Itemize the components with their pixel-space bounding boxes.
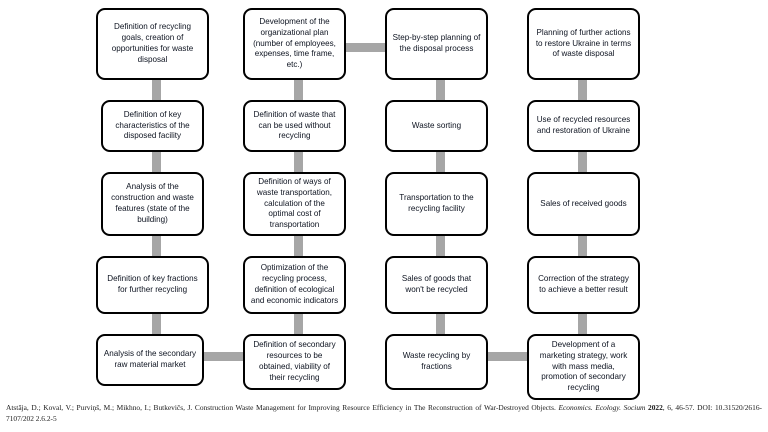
citation-authors: Atstāja, D.; Koval, V.; Purviņš, M.; Mik… bbox=[6, 403, 193, 412]
citation-block: Atstāja, D.; Koval, V.; Purviņš, M.; Mik… bbox=[6, 402, 762, 424]
connector-c2-n2-n3 bbox=[294, 150, 303, 174]
node-c4-3[interactable]: Sales of received goods bbox=[527, 172, 640, 236]
citation-title: Construction Waste Management for Improv… bbox=[194, 403, 556, 412]
node-c2-2[interactable]: Definition of waste that can be used wit… bbox=[243, 100, 346, 152]
node-c2-3[interactable]: Definition of ways of waste transportati… bbox=[243, 172, 346, 236]
connector-c1-n3-n4 bbox=[152, 234, 161, 258]
node-c1-1[interactable]: Definition of recycling goals, creation … bbox=[96, 8, 209, 80]
citation-year: 2022 bbox=[648, 403, 663, 412]
citation-volume-pages: , 6, 46-57. bbox=[662, 403, 695, 412]
connector-c2-n1-n2 bbox=[294, 78, 303, 102]
node-c2-4[interactable]: Optimization of the recycling process, d… bbox=[243, 256, 346, 314]
node-c1-5[interactable]: Analysis of the secondary raw material m… bbox=[96, 334, 204, 386]
node-c3-4[interactable]: Sales of goods that won't be recycled bbox=[385, 256, 488, 314]
connector-c3-n1-n2 bbox=[436, 78, 445, 102]
citation-doi-label: DOI: bbox=[697, 403, 713, 412]
connector-c1-to-c2 bbox=[203, 352, 253, 361]
connector-c4-n4-n5 bbox=[578, 312, 587, 336]
node-c3-2[interactable]: Waste sorting bbox=[385, 100, 488, 152]
connector-c1-n2-n3 bbox=[152, 150, 161, 174]
node-c2-5[interactable]: Definition of secondary resources to be … bbox=[243, 334, 346, 390]
connector-c3-n2-n3 bbox=[436, 150, 445, 174]
node-c3-1[interactable]: Step-by-step planning of the disposal pr… bbox=[385, 8, 488, 80]
citation-journal: Economics. Ecology. Socium bbox=[558, 403, 646, 412]
node-c1-3[interactable]: Analysis of the construction and waste f… bbox=[101, 172, 204, 236]
connector-c3-n4-n5 bbox=[436, 312, 445, 336]
node-c1-4[interactable]: Definition of key fractions for further … bbox=[96, 256, 209, 314]
node-c4-1[interactable]: Planning of further actions to restore U… bbox=[527, 8, 640, 80]
node-c4-5[interactable]: Development of a marketing strategy, wor… bbox=[527, 334, 640, 400]
node-c4-4[interactable]: Correction of the strategy to achieve a … bbox=[527, 256, 640, 314]
flowchart-diagram: Definition of recycling goals, creation … bbox=[96, 8, 640, 400]
connector-c2-to-c3 bbox=[345, 43, 395, 52]
node-c1-2[interactable]: Definition of key characteristics of the… bbox=[101, 100, 204, 152]
citation-doi: 10.31520/2616-7107/202 2.6.2-5 bbox=[6, 403, 762, 424]
connector-c1-n1-n2 bbox=[152, 78, 161, 102]
connector-c4-n2-n3 bbox=[578, 150, 587, 174]
node-c3-3[interactable]: Transportation to the recycling facility bbox=[385, 172, 488, 236]
connector-c4-n1-n2 bbox=[578, 78, 587, 102]
connector-c2-n4-n5 bbox=[294, 312, 303, 336]
connector-c4-n3-n4 bbox=[578, 234, 587, 258]
node-c2-1[interactable]: Development of the organizational plan (… bbox=[243, 8, 346, 80]
node-c4-2[interactable]: Use of recycled resources and restoratio… bbox=[527, 100, 640, 152]
connector-c3-to-c4 bbox=[487, 352, 537, 361]
node-c3-5[interactable]: Waste recycling by fractions bbox=[385, 334, 488, 390]
connector-c2-n3-n4 bbox=[294, 234, 303, 258]
connector-c1-n4-n5 bbox=[152, 312, 161, 336]
connector-c3-n3-n4 bbox=[436, 234, 445, 258]
